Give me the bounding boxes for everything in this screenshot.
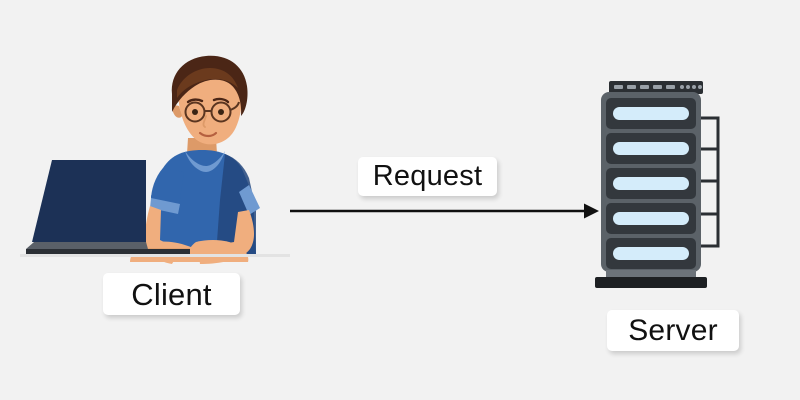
client-label: Client xyxy=(103,273,240,315)
server-label: Server xyxy=(607,310,739,351)
laptop-icon xyxy=(26,160,190,254)
server-bay xyxy=(606,98,696,129)
glasses-icon xyxy=(184,101,240,123)
server-bay xyxy=(606,168,696,199)
server-bays xyxy=(606,98,696,269)
desk-surface xyxy=(20,254,290,257)
person-figure xyxy=(130,55,260,264)
request-label: Request xyxy=(358,157,497,196)
server-base xyxy=(595,277,707,288)
server-bay xyxy=(606,238,696,269)
client-illustration xyxy=(20,50,290,280)
server-base-top xyxy=(606,270,696,278)
server-bay xyxy=(606,133,696,164)
server-illustration xyxy=(575,78,760,313)
server-bay xyxy=(606,203,696,234)
server-top-vent xyxy=(609,81,703,94)
request-arrow xyxy=(288,196,600,226)
